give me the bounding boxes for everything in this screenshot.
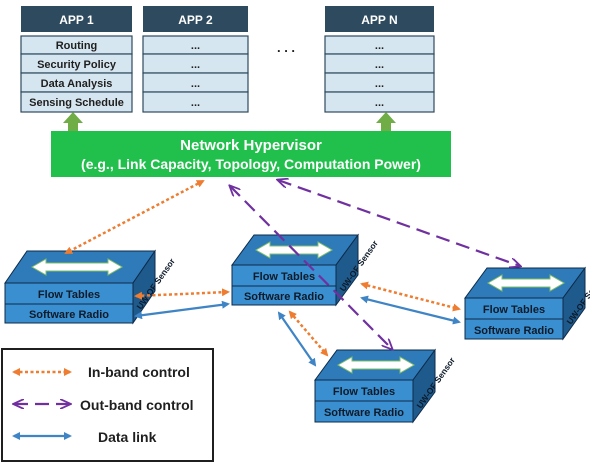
sensor-node-4: Flow Tables Software Radio UW-OF Sensor bbox=[314, 348, 457, 424]
inband-link bbox=[360, 281, 461, 312]
inband-link bbox=[288, 310, 329, 357]
app-2-row-3: ... bbox=[191, 78, 200, 90]
legend-inband-label: In-band control bbox=[88, 364, 190, 380]
app-2-title: APP 2 bbox=[178, 13, 213, 27]
software-radio-label: Software Radio bbox=[244, 291, 324, 303]
apps-ellipsis: . . . bbox=[277, 40, 295, 55]
app-2-row-2: ... bbox=[191, 59, 200, 71]
app-n: APP N ... ... ... ... bbox=[324, 6, 435, 113]
sensor-node-1: Flow Tables Software Radio UW-OF Sensor bbox=[4, 249, 177, 325]
app-2-row-1: ... bbox=[191, 40, 200, 52]
double-arrow-icon bbox=[336, 356, 416, 374]
flow-tables-label: Flow Tables bbox=[483, 304, 545, 316]
double-arrow-icon bbox=[486, 274, 566, 292]
outband-link bbox=[230, 186, 392, 349]
hypervisor-title: Network Hypervisor bbox=[180, 137, 322, 154]
sensor-node-3: Flow Tables Software Radio UW-OF Sensor bbox=[464, 266, 590, 341]
app-1-row-analysis: Data Analysis bbox=[41, 78, 113, 90]
app-1-row-sensing: Sensing Schedule bbox=[29, 97, 124, 109]
flow-tables-label: Flow Tables bbox=[253, 271, 315, 283]
flow-tables-label: Flow Tables bbox=[38, 289, 100, 301]
app-1-row-security: Security Policy bbox=[37, 59, 117, 71]
inband-link bbox=[134, 288, 230, 300]
hypervisor-subtitle: (e.g., Link Capacity, Topology, Computat… bbox=[81, 156, 421, 172]
app-n-row-1: ... bbox=[375, 40, 384, 52]
app-n-row-3: ... bbox=[375, 78, 384, 90]
data-link bbox=[360, 295, 461, 325]
sensor-node-2: Flow Tables Software Radio UW-OF Sensor bbox=[231, 233, 380, 307]
app-1: APP 1 Routing Security Policy Data Analy… bbox=[20, 6, 133, 113]
software-radio-label: Software Radio bbox=[29, 309, 109, 321]
software-radio-label: Software Radio bbox=[324, 407, 404, 419]
double-arrow-icon bbox=[30, 258, 124, 276]
up-arrow-icon bbox=[63, 112, 83, 131]
app-n-row-2: ... bbox=[375, 59, 384, 71]
software-radio-label: Software Radio bbox=[474, 325, 554, 337]
network-hypervisor bbox=[51, 131, 451, 177]
legend-datalink-label: Data link bbox=[98, 429, 157, 445]
app-1-title: APP 1 bbox=[59, 13, 94, 27]
app-2: APP 2 ... ... ... ... bbox=[142, 6, 249, 113]
app-2-row-4: ... bbox=[191, 97, 200, 109]
app-n-row-4: ... bbox=[375, 97, 384, 109]
inband-link bbox=[64, 179, 205, 255]
legend: In-band control Out-band control Data li… bbox=[1, 348, 214, 462]
app-n-title: APP N bbox=[361, 13, 397, 27]
app-1-row-routing: Routing bbox=[56, 40, 98, 52]
data-link bbox=[134, 300, 230, 320]
flow-tables-label: Flow Tables bbox=[333, 386, 395, 398]
up-arrow-icon bbox=[376, 112, 396, 131]
legend-outband-label: Out-band control bbox=[80, 397, 194, 413]
